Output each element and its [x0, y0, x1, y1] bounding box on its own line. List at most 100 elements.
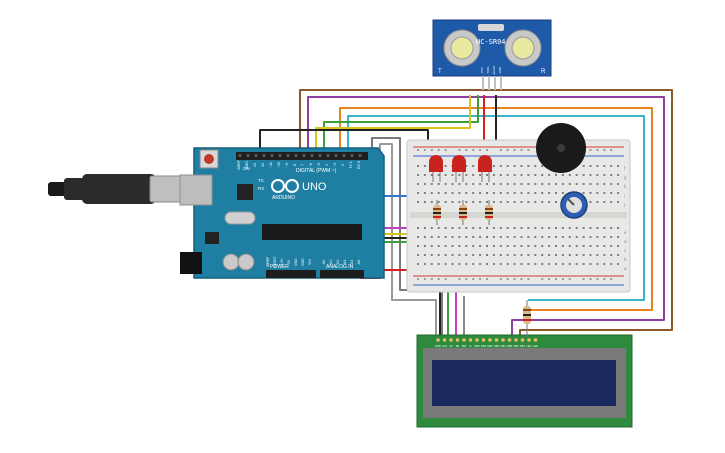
lcd-pin[interactable] — [501, 338, 505, 342]
lcd-pin-label: DB2 — [487, 344, 493, 348]
lcd-pin-label: DB0 — [474, 344, 480, 348]
lcd-pin[interactable] — [468, 338, 473, 342]
arduino-logo-icon — [271, 179, 299, 193]
resistor-1 — [433, 200, 441, 225]
lcd-pin[interactable] — [475, 338, 479, 342]
digital-pin-label: 12 — [261, 163, 265, 167]
power-pin-label: 5V — [287, 259, 291, 264]
lcd-pin[interactable] — [462, 338, 466, 342]
lcd-pin-label: DB4 — [500, 344, 506, 348]
digital-pin-label: AREF — [237, 159, 241, 169]
digital-pin-label: ~3 — [333, 163, 337, 167]
capacitor-2 — [237, 253, 255, 271]
lcd-pin[interactable] — [449, 338, 453, 342]
lcd-pin[interactable] — [481, 338, 486, 342]
breadboard-row-letter: b — [624, 257, 627, 262]
lcd-pin[interactable] — [527, 338, 531, 342]
lcd-pin[interactable] — [442, 338, 447, 342]
lcd-pin[interactable] — [494, 338, 499, 342]
breadboard-row-letter: h — [624, 184, 627, 189]
digital-pin-hole[interactable] — [238, 154, 242, 157]
lcd-pin[interactable] — [520, 338, 525, 342]
power-jack — [180, 252, 202, 274]
digital-pin-hole[interactable] — [342, 154, 346, 157]
analog-pin-label: A3 — [343, 260, 347, 265]
digital-header — [236, 152, 368, 160]
lcd-pin[interactable] — [488, 338, 492, 342]
digital-pin-label: GND — [245, 161, 249, 169]
analog-pin-label: A0 — [322, 260, 326, 265]
sensor-pin[interactable] — [488, 76, 490, 90]
lcd-pin-label: LED — [526, 344, 531, 348]
led-row — [429, 155, 492, 182]
usb-chip — [237, 184, 253, 200]
sensor-pin-label: VCC — [480, 66, 484, 73]
breadboard-holes — [417, 149, 620, 280]
piezo-buzzer — [536, 123, 586, 173]
wire-gray-1 — [371, 137, 443, 335]
digital-pin-hole[interactable] — [254, 154, 258, 157]
digital-pin-label: RX 0 — [357, 161, 361, 169]
digital-pin-hole[interactable] — [286, 154, 290, 157]
sensor-pin[interactable] — [494, 76, 496, 90]
lcd-pin-label: V0 — [449, 344, 453, 348]
breadboard-channel — [410, 212, 627, 218]
digital-pin-label: 8 — [293, 164, 297, 166]
lcd-pin[interactable] — [436, 338, 440, 342]
digital-pin-hole[interactable] — [302, 154, 306, 157]
digital-header-label: DIGITAL (PWM ~) — [296, 168, 336, 174]
on-led-label: ON — [243, 166, 250, 171]
lcd-pin-label: RS — [456, 344, 460, 348]
digital-pin-hole[interactable] — [310, 154, 314, 157]
power-pin-label: GND — [301, 258, 305, 266]
digital-pin-hole[interactable] — [270, 154, 274, 157]
sensor-pin[interactable] — [482, 76, 484, 90]
tx-led-label: TX — [258, 178, 264, 183]
digital-pin-label: TX 1 — [349, 161, 353, 169]
model-label: UNO — [302, 181, 327, 193]
lcd-pin[interactable] — [455, 338, 460, 342]
lcd-pin[interactable] — [533, 338, 538, 342]
analog-header — [320, 270, 364, 278]
usb-port — [179, 174, 213, 206]
power-pin-label: RESET — [273, 256, 277, 267]
lcd-pin-label: DB6 — [513, 344, 519, 348]
lcd-pin-label: RW — [462, 344, 467, 348]
digital-pin-hole[interactable] — [294, 154, 298, 157]
led-1 — [429, 155, 443, 182]
sensor-model-label: HC-SR04 — [476, 38, 506, 46]
sensor-r-label: R — [541, 69, 546, 75]
sensor-pin[interactable] — [500, 76, 502, 90]
potentiometer[interactable] — [560, 191, 588, 219]
lcd-pin-label: GND — [435, 344, 441, 348]
breadboard-row-letter: g — [624, 175, 627, 180]
power-pin-label: VIN — [308, 259, 312, 265]
capacitor-1 — [222, 253, 240, 271]
sensor-t-label: T — [438, 69, 442, 75]
breadboard-row-letter: d — [624, 239, 627, 244]
rx-led-label: RX — [258, 186, 264, 191]
wire-green-top — [323, 95, 479, 155]
lcd-pin[interactable] — [507, 338, 512, 342]
digital-pin-hole[interactable] — [358, 154, 362, 157]
crystal — [224, 211, 256, 225]
digital-pin-label: ~6 — [309, 163, 313, 167]
digital-pin-hole[interactable] — [334, 154, 338, 157]
lcd-screen — [432, 360, 616, 406]
reset-button[interactable] — [204, 154, 214, 164]
power-pin-label: 3.3V — [280, 258, 284, 266]
breadboard-row-letter: j — [623, 202, 625, 207]
digital-pin-hole[interactable] — [278, 154, 282, 157]
lcd-pin[interactable] — [514, 338, 518, 342]
digital-pin-label: 2 — [341, 164, 345, 166]
digital-pin-hole[interactable] — [246, 154, 250, 157]
power-pin-label: GND — [294, 258, 298, 266]
arduino-uno-board: UNO ARDUINO DIGITAL (PWM ~) POWER ANALOG… — [179, 147, 385, 279]
digital-pin-label: ~9 — [285, 163, 289, 167]
digital-pin-hole[interactable] — [350, 154, 354, 157]
digital-pin-hole[interactable] — [262, 154, 266, 157]
digital-pin-hole[interactable] — [326, 154, 330, 157]
analog-pin-label: A4 — [350, 260, 354, 265]
digital-pin-hole[interactable] — [318, 154, 322, 157]
